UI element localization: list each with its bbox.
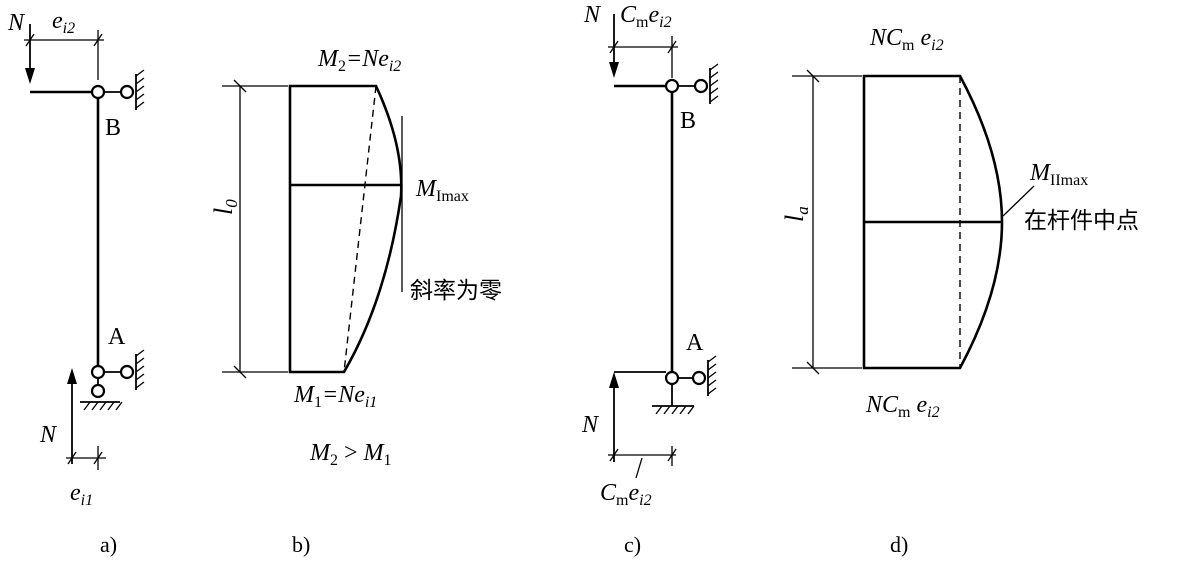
load-arrowhead-bottom xyxy=(67,368,77,384)
wall-a-hatch xyxy=(707,355,717,395)
ecc-tick-bottom-1 xyxy=(609,448,619,462)
node-a-label: A xyxy=(686,330,704,356)
caption-c: c) xyxy=(624,532,641,557)
load-label-bottom: N xyxy=(39,422,58,448)
caption-b: b) xyxy=(292,532,310,557)
max-moment-label: MIImax xyxy=(1029,160,1088,189)
inequality-label: M2 > M1 xyxy=(309,440,392,469)
moment-diagram-outline xyxy=(862,74,1004,370)
ecc-label-top: Cmei2 xyxy=(620,2,672,31)
wall-b-hatch xyxy=(135,69,145,109)
caption-d: d) xyxy=(890,532,908,557)
ecc-label-top: ei2 xyxy=(52,8,75,37)
ecc-label-bottom: Cmei2 xyxy=(600,480,652,509)
node-b-label: B xyxy=(680,108,696,134)
panel-c: N Cmei2 B A N Cmei2 c) xyxy=(581,2,719,557)
panel-b: M2=Nei2 l0 MImax 斜率为零 M1=Nei1 M2 > M1 b) xyxy=(209,46,502,557)
ecc-tick-top-1 xyxy=(609,40,619,54)
load-arrowhead-top xyxy=(609,62,619,78)
slope-note: 斜率为零 xyxy=(410,278,502,304)
pin-b-support xyxy=(693,78,709,94)
top-moment-label: NCm ei2 xyxy=(869,25,944,54)
pin-a-support xyxy=(691,370,707,386)
load-arrowhead-bottom xyxy=(609,372,619,388)
pin-a xyxy=(90,364,106,380)
load-label-top: N xyxy=(7,10,26,36)
pin-a xyxy=(664,370,680,386)
load-label-bottom: N xyxy=(581,412,600,438)
pin-a-support xyxy=(119,364,135,380)
mid-note: 在杆件中点 xyxy=(1024,208,1139,234)
length-tick-top xyxy=(806,69,820,83)
load-arrowhead-top xyxy=(25,68,35,84)
moment-diagram-outline xyxy=(288,84,403,374)
pin-a-lower xyxy=(90,383,106,399)
panel-a: N ei2 B A N ei1 a) xyxy=(7,8,145,557)
length-label: la xyxy=(780,206,812,222)
max-moment-leader xyxy=(1002,185,1035,217)
load-label-top: N xyxy=(583,2,602,28)
ecc-label-bottom: ei1 xyxy=(70,480,93,509)
moment-linear-dashed xyxy=(343,85,377,373)
length-tick-bottom xyxy=(806,361,820,375)
ground-a-hatch xyxy=(655,405,695,415)
length-label: l0 xyxy=(209,199,241,215)
ecc-tick-bottom-1 xyxy=(67,451,77,465)
bottom-moment-label: NCm ei2 xyxy=(865,392,940,421)
wall-b-hatch xyxy=(709,63,719,103)
pin-b xyxy=(664,78,680,94)
length-tick-top xyxy=(233,79,247,93)
pin-b xyxy=(90,84,106,100)
node-a-label: A xyxy=(108,324,126,350)
ecc-tick-top-1 xyxy=(25,33,35,47)
ground-a-hatch xyxy=(83,401,123,411)
pin-b-support xyxy=(119,84,135,100)
wall-a-hatch xyxy=(135,349,145,389)
caption-a: a) xyxy=(100,532,117,557)
bottom-moment-label: M1=Nei1 xyxy=(293,382,377,411)
max-moment-label: MImax xyxy=(415,176,469,205)
ecc-leader-bottom xyxy=(635,457,643,479)
panel-d: NCm ei2 la MIImax 在杆件中点 NCm ei2 d) xyxy=(780,25,1139,557)
top-moment-label: M2=Nei2 xyxy=(317,46,401,75)
node-b-label: B xyxy=(105,115,121,141)
length-tick-bottom xyxy=(233,365,247,379)
